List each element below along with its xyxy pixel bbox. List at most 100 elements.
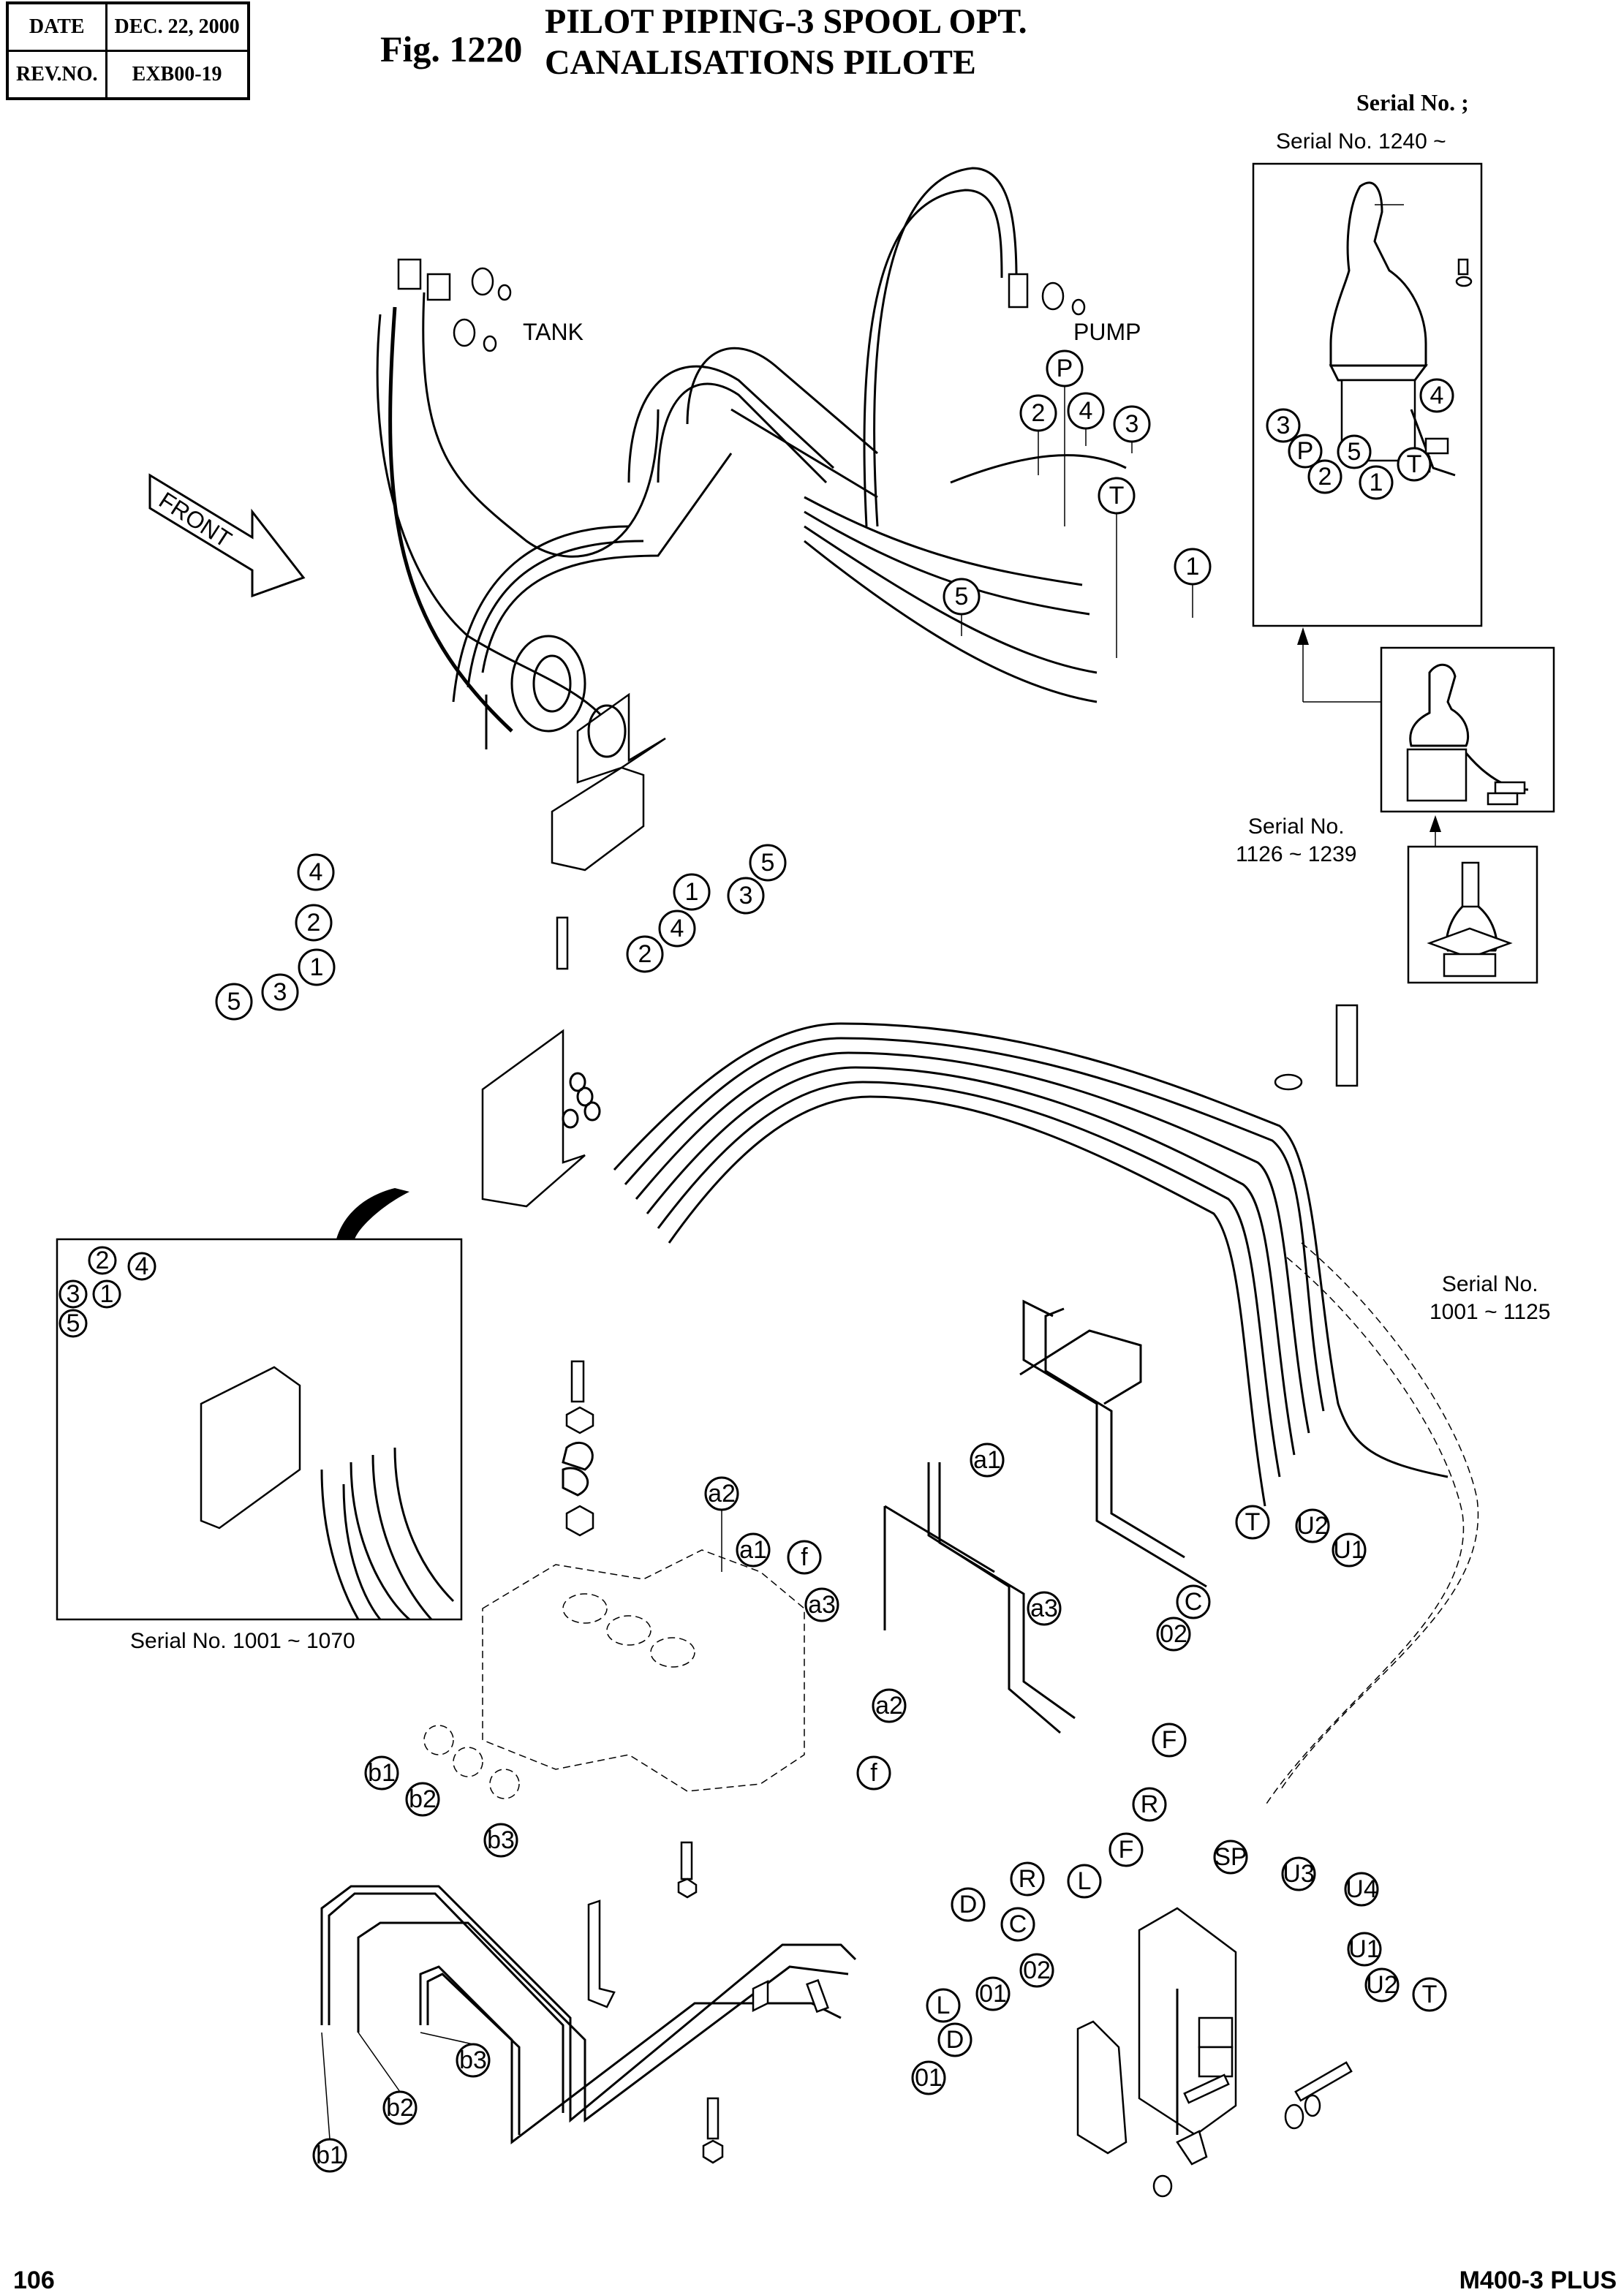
pilot-hose-bundle-top (376, 167, 1127, 733)
svg-text:a1: a1 (973, 1446, 1001, 1474)
callout-man-U2: U2 (1364, 1967, 1400, 2003)
svg-text:U1: U1 (1348, 1935, 1380, 1963)
svg-text:a3: a3 (808, 1591, 836, 1619)
svg-text:C: C (1009, 1910, 1027, 1938)
callout-man-U1: U1 (1347, 1932, 1382, 1967)
superseded-arrow-2 (1430, 815, 1441, 848)
svg-text:P: P (1297, 437, 1314, 465)
svg-text:b1: b1 (316, 2141, 344, 2169)
svg-text:2: 2 (1318, 463, 1332, 491)
callout-bulk-2: 2 (295, 904, 333, 942)
clip-hardware (562, 1360, 594, 1537)
callout-man-T: T (1412, 1977, 1447, 2012)
callout-inset-4: 4 (127, 1252, 156, 1281)
pump-label: PUMP (1073, 319, 1141, 345)
callout-mid-a2: a2 (872, 1688, 907, 1723)
svg-text:b2: b2 (409, 1785, 437, 1813)
svg-text:2: 2 (1032, 399, 1046, 427)
svg-text:4: 4 (135, 1252, 149, 1280)
callout-bulk-5: 5 (215, 983, 253, 1021)
svg-text:D: D (959, 1891, 978, 1918)
callout-low-b1: b1 (312, 2138, 347, 2173)
svg-text:b3: b3 (459, 2046, 487, 2074)
serial-mid: Serial No. 1126 ~ 1239 (1236, 813, 1356, 869)
revision-table: DATE DEC. 22, 2000 REV.NO. EXB00-19 (6, 1, 250, 100)
svg-text:2: 2 (96, 1247, 110, 1274)
callout-valve-b3: b3 (483, 1823, 518, 1858)
callout-joy-P: P (1288, 434, 1323, 469)
serial-inset: Serial No. 1001 ~ 1070 (130, 1629, 355, 1653)
callout-low-D: D (937, 2022, 972, 2057)
serial-early-range: 1001 ~ 1125 (1430, 1300, 1551, 1324)
svg-text:5: 5 (955, 583, 969, 610)
serial-heading: Serial No. ; (1356, 89, 1469, 116)
svg-text:f: f (801, 1543, 808, 1571)
callout-valve-a3: a3 (804, 1587, 839, 1622)
svg-text:D: D (946, 2026, 964, 2054)
page-number: 106 (13, 2266, 55, 2294)
callout-top-3: 3 (1113, 405, 1151, 443)
serial-mid-label: Serial No. (1247, 814, 1345, 839)
svg-text:4: 4 (1079, 397, 1093, 425)
callout-man-01: 01 (975, 1976, 1011, 2011)
svg-text:T: T (1245, 1508, 1261, 1536)
callout-top-P: P (1046, 349, 1084, 387)
callout-man-L: L (1067, 1864, 1102, 1899)
callout-mid-U2: U2 (1295, 1508, 1330, 1543)
svg-text:U4: U4 (1345, 1875, 1377, 1903)
svg-text:a2: a2 (708, 1480, 736, 1508)
serial-early-label: Serial No. (1441, 1272, 1538, 1296)
svg-text:02: 02 (1023, 1956, 1051, 1984)
grommet-bracket (485, 635, 666, 970)
title-english: PILOT PIPING-3 SPOOL OPT. (545, 2, 1027, 41)
svg-text:F: F (1119, 1836, 1134, 1864)
callout-joy-5: 5 (1337, 434, 1372, 469)
svg-text:5: 5 (761, 849, 775, 877)
svg-text:5: 5 (67, 1309, 80, 1337)
joystick-mid-icon (1406, 663, 1529, 806)
hose-clamp-block (1274, 1004, 1359, 1091)
svg-text:R: R (1141, 1791, 1159, 1818)
callout-inset-2: 2 (88, 1246, 117, 1275)
svg-text:2: 2 (638, 940, 652, 968)
callout-block-4: 4 (658, 910, 696, 948)
serial-early: Serial No. 1001 ~ 1125 (1430, 1271, 1550, 1326)
figure-title: PILOT PIPING-3 SPOOL OPT. CANALISATIONS … (545, 1, 1027, 83)
svg-text:U3: U3 (1283, 1860, 1314, 1888)
callout-mid-a3: a3 (1027, 1591, 1062, 1626)
svg-text:3: 3 (273, 978, 287, 1006)
svg-text:1: 1 (1186, 553, 1200, 581)
svg-text:F: F (1162, 1726, 1177, 1754)
svg-text:02: 02 (1160, 1620, 1187, 1648)
front-arrow-icon: FRONT (148, 473, 306, 598)
callout-mid-T: T (1235, 1505, 1270, 1540)
model-name: M400-3 PLUS (1459, 2266, 1617, 2294)
figure-number: Fig. 1220 (380, 29, 523, 69)
callout-man-D: D (951, 1887, 986, 1922)
svg-text:3: 3 (1277, 412, 1291, 439)
callout-valve-b1: b1 (364, 1755, 399, 1791)
callout-low-b2: b2 (382, 2090, 418, 2125)
svg-text:C: C (1185, 1588, 1203, 1616)
callout-block-3: 3 (727, 877, 765, 915)
callout-valve-b2: b2 (405, 1782, 440, 1817)
callout-mid-F: F (1152, 1723, 1187, 1758)
callout-inset-3: 3 (58, 1279, 88, 1309)
rev-label: REV.NO. (6, 50, 107, 100)
svg-text:5: 5 (227, 988, 241, 1016)
svg-text:1: 1 (100, 1280, 114, 1308)
callout-top-4: 4 (1067, 392, 1105, 430)
svg-text:b1: b1 (368, 1759, 396, 1787)
callout-man-U3: U3 (1281, 1856, 1316, 1891)
serial-current: Serial No. 1240 ~ (1276, 129, 1446, 154)
callout-joy-3: 3 (1266, 408, 1301, 443)
callout-mid-C: C (1176, 1584, 1211, 1619)
svg-text:U1: U1 (1333, 1536, 1364, 1564)
callout-valve-f: f (787, 1540, 822, 1575)
svg-text:b2: b2 (386, 2094, 414, 2122)
callout-joy-1: 1 (1359, 465, 1394, 500)
svg-text:T: T (1109, 482, 1125, 510)
svg-text:01: 01 (915, 2064, 943, 2092)
pump-fittings (1008, 273, 1086, 316)
callout-mid-02: 02 (1156, 1617, 1191, 1652)
